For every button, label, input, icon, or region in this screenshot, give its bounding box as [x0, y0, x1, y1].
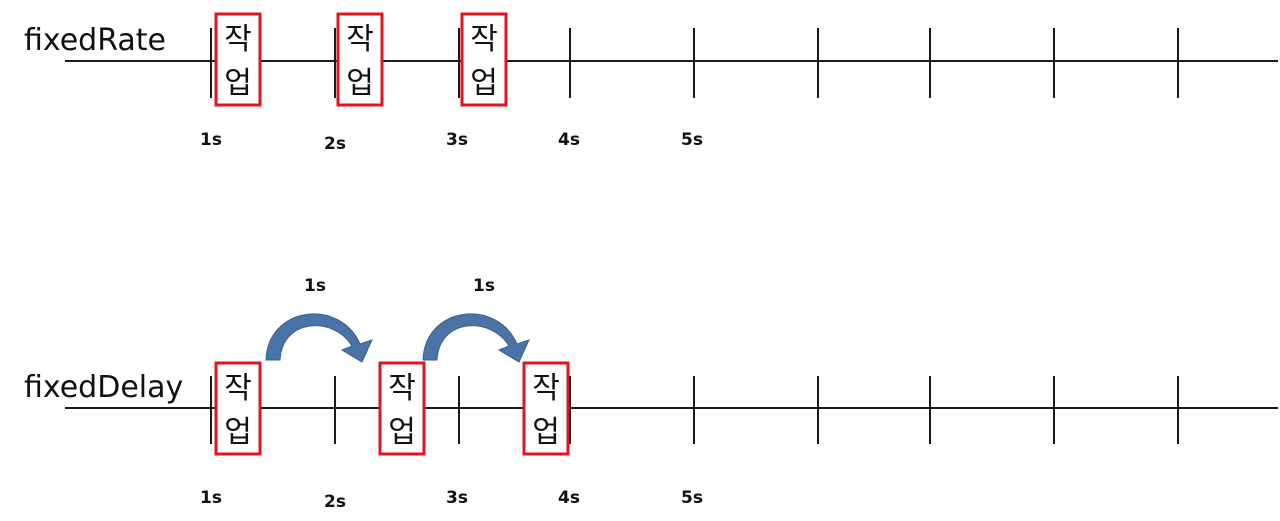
fixed-rate-ticks — [210, 28, 1179, 98]
tick-label-4s: 4s — [558, 130, 580, 150]
delay-label-1: 1s — [304, 276, 326, 296]
task-char-1: 작 — [224, 371, 252, 406]
task-box: 작 업 — [378, 361, 426, 456]
task-char-2: 업 — [224, 415, 252, 450]
fixed-delay-tick-labels: 1s 2s 3s 4s 5s — [200, 488, 703, 512]
delay-label-2: 1s — [473, 276, 495, 296]
fixed-rate-label: fixedRate — [24, 23, 166, 58]
task-box: 작 업 — [336, 12, 384, 107]
tick-label-1s: 1s — [200, 130, 222, 150]
fixed-rate-row: fixedRate 작 업 작 업 작 업 — [24, 12, 1278, 154]
tick-label-5s: 5s — [681, 488, 703, 508]
fixed-delay-row: fixedDelay 1s 1s 작 업 작 업 — [24, 276, 1278, 512]
tick-label-1s: 1s — [200, 488, 222, 508]
task-char-2: 업 — [346, 66, 374, 101]
fixed-delay-label: fixedDelay — [24, 370, 183, 405]
tick-label-5s: 5s — [681, 130, 703, 150]
task-char-2: 업 — [532, 415, 560, 450]
tick-label-2s: 2s — [324, 492, 346, 512]
fixed-delay-ticks — [210, 376, 1179, 444]
delay-arrow-1 — [265, 313, 373, 363]
task-box: 작 업 — [214, 361, 262, 456]
task-box: 작 업 — [522, 361, 570, 456]
task-box: 작 업 — [460, 12, 508, 107]
task-char-1: 작 — [224, 22, 252, 57]
task-char-2: 업 — [224, 66, 252, 101]
tick-label-2s: 2s — [324, 134, 346, 154]
delay-arrow-2 — [422, 313, 530, 363]
task-char-1: 작 — [346, 22, 374, 57]
task-char-2: 업 — [388, 415, 416, 450]
tick-label-3s: 3s — [446, 130, 468, 150]
fixed-rate-tick-labels: 1s 2s 3s 4s 5s — [200, 130, 703, 154]
tick-label-3s: 3s — [446, 488, 468, 508]
task-char-1: 작 — [388, 371, 416, 406]
task-char-1: 작 — [532, 371, 560, 406]
tick-label-4s: 4s — [558, 488, 580, 508]
task-char-1: 작 — [470, 22, 498, 57]
task-box: 작 업 — [214, 12, 262, 107]
task-char-2: 업 — [470, 66, 498, 101]
